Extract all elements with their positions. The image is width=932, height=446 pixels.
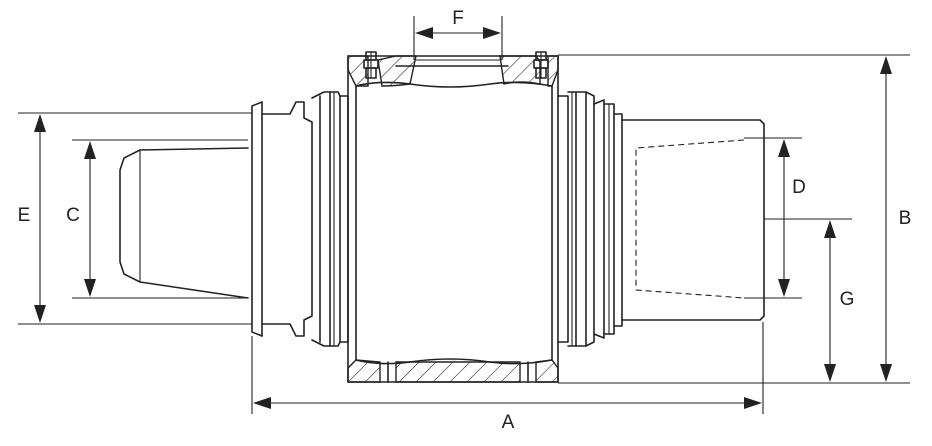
left-end-ring <box>251 101 313 337</box>
right-pipe <box>613 113 765 327</box>
top-right-bolt <box>533 51 549 79</box>
extension-lines <box>18 16 910 414</box>
dimension-f <box>415 27 501 39</box>
label-b: B <box>899 208 912 229</box>
center-body <box>347 55 559 383</box>
dimension-b <box>880 56 892 382</box>
top-left-bolt <box>363 51 379 79</box>
label-d: D <box>792 177 806 198</box>
left-bellows <box>311 91 349 347</box>
dimension-c <box>84 141 96 297</box>
label-c: C <box>66 205 80 226</box>
label-e: E <box>18 205 31 226</box>
bottom-wall-section <box>347 359 559 383</box>
label-a: A <box>502 412 515 433</box>
dimension-e <box>34 114 46 323</box>
dimension-a <box>253 397 762 409</box>
label-g: G <box>840 289 855 310</box>
left-nozzle <box>119 147 249 299</box>
top-wall-section <box>347 55 559 87</box>
right-bellows <box>557 91 615 347</box>
dimension-g <box>824 220 836 382</box>
dimension-d <box>778 139 790 297</box>
label-f: F <box>452 8 464 29</box>
